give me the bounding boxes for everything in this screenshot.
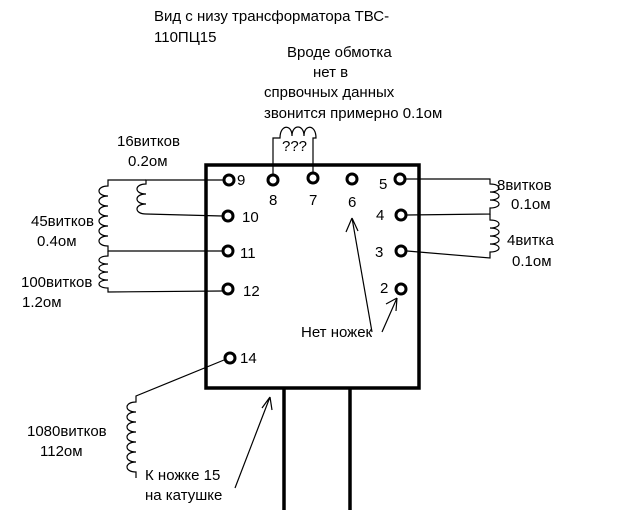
winding-5-4-resistance: 0.1ом <box>511 196 551 213</box>
winding-14-15-turns: 1080витков <box>27 423 107 440</box>
pin-label-3: 3 <box>375 244 383 261</box>
winding-9-10-resistance: 0.2ом <box>128 153 168 170</box>
pin-14 <box>223 351 237 365</box>
pin-15-note-line-1: К ножке 15 <box>145 467 220 484</box>
winding-14-15 <box>126 359 225 478</box>
winding-9-10 <box>136 179 223 217</box>
winding-9-11 <box>98 179 222 252</box>
winding-11-12 <box>98 251 223 293</box>
pins <box>221 171 408 365</box>
pin-4 <box>394 208 408 222</box>
pin-5 <box>393 172 407 186</box>
winding-8-7 <box>272 126 317 174</box>
arrow-no-pin-6 <box>345 217 373 333</box>
winding-9-11-turns: 45витков <box>31 213 94 230</box>
note-top-line-1: Вроде обмотка <box>287 44 392 61</box>
arrow-pin-15 <box>234 396 273 489</box>
note-top-line-2: нет в <box>313 64 348 81</box>
winding-9-11-resistance: 0.4ом <box>37 233 77 250</box>
pin-9 <box>222 173 236 187</box>
pin-label-7: 7 <box>309 192 317 209</box>
winding-4-3-turns: 4витка <box>507 232 554 249</box>
pin-label-8: 8 <box>269 192 277 209</box>
pin-12 <box>221 282 235 296</box>
pin-2 <box>394 282 408 296</box>
pin-6 <box>345 172 359 186</box>
arrow-no-pin-2 <box>381 297 398 333</box>
winding-11-12-turns: 100витков <box>21 274 92 291</box>
pin-label-12: 12 <box>243 283 260 300</box>
winding-4-3-resistance: 0.1ом <box>512 253 552 270</box>
pin-7 <box>306 171 320 185</box>
pin-11 <box>221 244 235 258</box>
pin-8 <box>266 173 280 187</box>
winding-5-4-turns: 8витков <box>497 177 552 194</box>
unknown-winding-label: ??? <box>282 138 307 155</box>
title-line-2: 110ПЦ15 <box>154 29 216 46</box>
winding-5-4 <box>406 178 500 216</box>
transformer-stem <box>282 388 352 510</box>
pin-10 <box>221 209 235 223</box>
pin-label-10: 10 <box>242 209 259 226</box>
pin-3 <box>394 244 408 258</box>
note-top-line-4: звонится примерно 0.1ом <box>264 105 442 122</box>
winding-14-15-resistance: 112ом <box>40 443 83 460</box>
winding-11-12-resistance: 1.2ом <box>22 294 62 311</box>
note-top-line-3: спрвочных данных <box>264 84 395 101</box>
pin-label-6: 6 <box>348 194 356 211</box>
pin-label-2: 2 <box>380 280 388 297</box>
pin-label-5: 5 <box>379 176 387 193</box>
winding-4-3 <box>406 214 500 259</box>
pin-label-14: 14 <box>240 350 257 367</box>
pin-label-11: 11 <box>240 245 256 262</box>
pin-15-note-line-2: на катушке <box>145 487 222 504</box>
title-line-1: Вид с низу трансформатора ТВС- <box>154 8 389 25</box>
pin-label-4: 4 <box>376 207 384 224</box>
no-pins-note: Нет ножек <box>301 324 373 341</box>
winding-9-10-turns: 16витков <box>117 133 180 150</box>
pin-label-9: 9 <box>237 172 245 189</box>
